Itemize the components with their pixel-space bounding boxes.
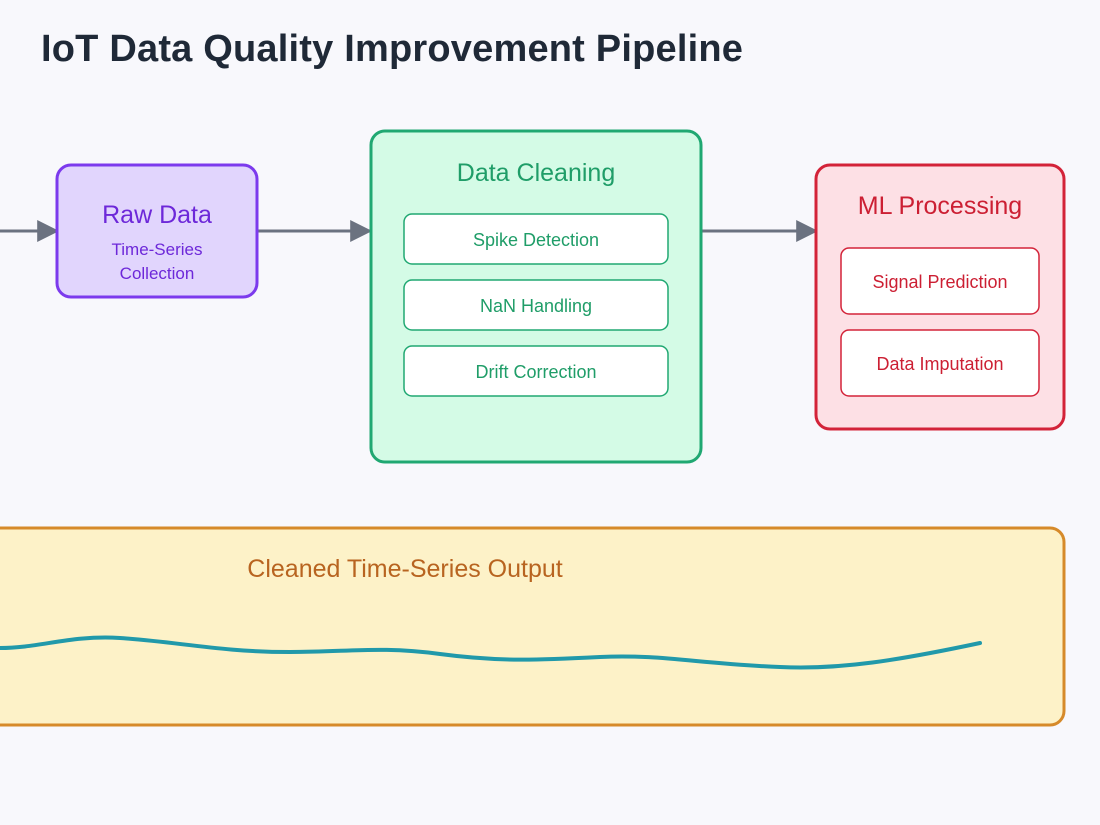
spike-detection-label: Spike Detection (473, 230, 599, 250)
drift-correction-step (403, 345, 669, 397)
data-imputation-step (840, 329, 1040, 397)
cleaned-output-title: Cleaned Time-Series Output (247, 555, 562, 583)
signal-prediction-label: Signal Prediction (872, 272, 1007, 292)
cleaned-signal-line (0, 635, 982, 670)
raw-data-node: Raw Data Time-Series Collection (55, 163, 259, 299)
data-imputation-label: Data Imputation (876, 354, 1003, 374)
drift-correction-label: Drift Correction (475, 362, 596, 382)
page-title: IoT Data Quality Improvement Pipeline (41, 28, 744, 70)
data-cleaning-node: Data Cleaning Spike Detection NaN Handli… (369, 129, 703, 464)
ml-processing-title: ML Processing (858, 192, 1022, 220)
raw-data-title: Raw Data (102, 201, 212, 229)
nan-handling-step (403, 279, 669, 331)
cleaned-output-panel: Cleaned Time-Series Output (0, 526, 1066, 727)
ml-processing-node: ML Processing Signal Prediction Data Imp… (814, 163, 1066, 431)
raw-data-subtitle-line1: Time-Series (112, 240, 203, 259)
spike-detection-step (403, 213, 669, 265)
nan-handling-label: NaN Handling (480, 296, 592, 316)
signal-prediction-step (840, 247, 1040, 315)
raw-data-subtitle-line2: Collection (120, 264, 195, 283)
data-cleaning-title: Data Cleaning (457, 159, 615, 187)
